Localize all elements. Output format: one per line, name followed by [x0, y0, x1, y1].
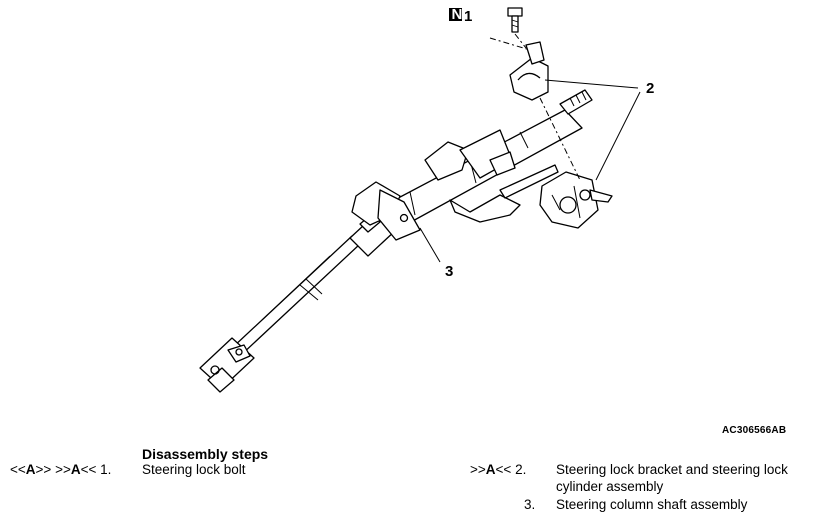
- callout-2: 2: [646, 80, 654, 97]
- figure-reference: AC306566AB: [722, 425, 787, 436]
- step-2-text-line2: cylinder assembly: [556, 479, 664, 494]
- tilt-lever: [499, 164, 559, 199]
- step-1-text: Steering lock bolt: [142, 462, 246, 477]
- steering-lock-bolt: [507, 7, 523, 33]
- step-2-text-line1: Steering lock bracket and steering lock: [556, 462, 788, 477]
- leader-2a: [544, 79, 639, 89]
- step-3-text: Steering column shaft assembly: [556, 497, 748, 512]
- callout-3: 3: [445, 263, 453, 280]
- assembly-line-lock: [539, 97, 581, 181]
- step-2-marks: >>A<< 2.: [470, 462, 527, 477]
- disassembly-heading: Disassembly steps: [142, 446, 269, 462]
- steering-column-exploded-diagram: N 1 2 3: [199, 6, 654, 393]
- step-1-marks: <<A>> >>A<< 1.: [10, 462, 112, 477]
- lower-universal-joint: [199, 337, 255, 393]
- column-bracket-upper: [424, 129, 521, 223]
- callout-1: 1: [464, 8, 472, 25]
- leader-3: [419, 227, 441, 263]
- step-3-number: 3.: [524, 497, 536, 512]
- n-badge-label: N: [452, 6, 463, 23]
- column-bracket-lower: [351, 181, 421, 241]
- n-badge: [449, 8, 462, 21]
- intermediate-shaft: [231, 235, 361, 357]
- assembly-line-bolt: [514, 33, 527, 49]
- leader-2b: [595, 91, 641, 181]
- steering-lock-bracket: [509, 41, 549, 101]
- steering-lock-cylinder-assembly: [539, 171, 613, 229]
